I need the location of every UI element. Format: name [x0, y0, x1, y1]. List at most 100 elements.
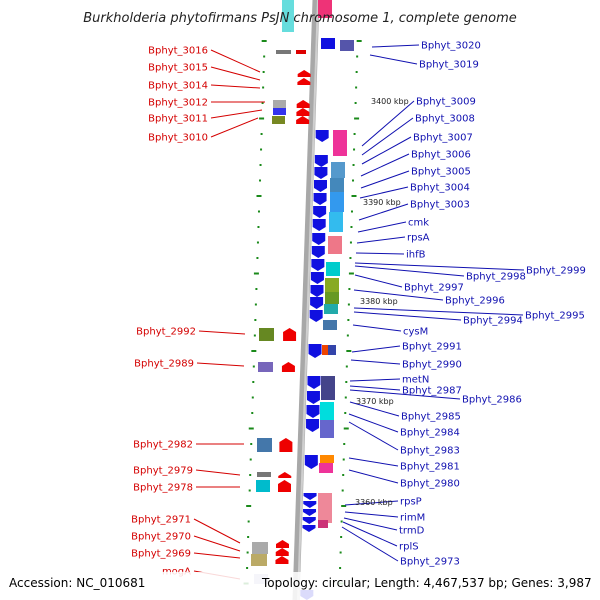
- gene-label[interactable]: Bphyt_3014: [148, 81, 208, 92]
- leader-line: [196, 362, 245, 367]
- scale-tick: [246, 551, 249, 554]
- scale-tick: [344, 396, 347, 399]
- scale-tick: [340, 520, 343, 523]
- gene-label[interactable]: Bphyt_2987: [402, 386, 462, 397]
- gene-block: [252, 542, 268, 554]
- leader-line: [371, 44, 420, 48]
- gene-label[interactable]: metN: [402, 375, 429, 386]
- gene-label[interactable]: Bphyt_3015: [148, 63, 208, 74]
- gene-block: [331, 162, 345, 178]
- forward-gene-arrow: [313, 193, 327, 205]
- leader-line: [361, 117, 414, 156]
- gene-label[interactable]: Bphyt_2982: [133, 440, 193, 451]
- forward-gene-arrow: [310, 285, 324, 297]
- gene-label[interactable]: Bphyt_2980: [400, 479, 460, 490]
- left-gene-labels: Bphyt_3016 Bphyt_3015 Bphyt_3014 Bphyt_3…: [131, 46, 208, 578]
- scale-tick: [342, 458, 345, 461]
- gene-label[interactable]: Bphyt_3009: [416, 97, 476, 108]
- leader-line: [348, 421, 399, 451]
- gene-label[interactable]: Bphyt_3007: [413, 133, 473, 144]
- gene-label[interactable]: Bphyt_2971: [131, 515, 191, 526]
- gene-label[interactable]: cysM: [403, 327, 428, 338]
- gene-label[interactable]: Bphyt_3016: [148, 46, 208, 57]
- gene-label[interactable]: Bphyt_2983: [400, 446, 460, 457]
- leader-line: [349, 385, 401, 391]
- forward-gene-arrow: [306, 391, 320, 404]
- gene-label[interactable]: Bphyt_2996: [445, 296, 505, 307]
- gene-label[interactable]: trmD: [399, 526, 425, 537]
- scale-tick: [249, 474, 252, 476]
- gene-label[interactable]: Bphyt_2981: [400, 462, 460, 473]
- leader-line: [353, 311, 462, 321]
- gene-label[interactable]: Bphyt_3006: [411, 150, 471, 161]
- scale-tick: [346, 350, 352, 352]
- gene-label[interactable]: Bphyt_2970: [131, 532, 191, 543]
- gene-label[interactable]: Bphyt_3008: [415, 114, 475, 125]
- gene-label[interactable]: Bphyt_2969: [131, 549, 191, 560]
- gene-label[interactable]: Bphyt_3012: [148, 98, 208, 109]
- gene-block: [256, 480, 270, 492]
- forward-gene-arrow: [310, 272, 324, 284]
- gene-label[interactable]: Bphyt_2991: [402, 342, 462, 353]
- reverse-gene-arrow: [281, 362, 295, 372]
- gene-label[interactable]: Bphyt_3004: [410, 183, 470, 194]
- gene-label[interactable]: Bphyt_2992: [136, 327, 196, 338]
- gene-label[interactable]: Bphyt_2990: [402, 360, 462, 371]
- leader-line: [361, 100, 415, 147]
- gene-label[interactable]: Bphyt_2986: [462, 395, 522, 406]
- gene-block: [325, 292, 339, 304]
- forward-gene-arrow: [302, 525, 316, 532]
- gene-block: [273, 100, 286, 108]
- gene-label[interactable]: Bphyt_2989: [134, 359, 194, 370]
- forward-gene-arrow: [306, 419, 320, 432]
- scale-tick: [345, 381, 348, 383]
- gene-block: [272, 116, 285, 124]
- gene-label[interactable]: Bphyt_3005: [411, 167, 471, 178]
- gene-label[interactable]: Bphyt_2979: [133, 466, 193, 477]
- forward-gene-arrow: [303, 501, 317, 508]
- leader-line: [359, 186, 409, 199]
- gene-label[interactable]: Bphyt_3011: [148, 114, 208, 125]
- gene-label[interactable]: Bphyt_2984: [400, 428, 460, 439]
- gene-block: [323, 320, 337, 330]
- scale-tick: [353, 133, 356, 135]
- gene-label[interactable]: Bphyt_2995: [525, 311, 585, 322]
- scale-tick: [254, 303, 257, 306]
- gene-block: [324, 304, 338, 314]
- gene-label[interactable]: ihfB: [406, 250, 426, 261]
- scale-tick: [346, 334, 349, 337]
- reverse-gene-arrow: [296, 100, 310, 108]
- forward-gene-arrow: [307, 376, 321, 389]
- gene-label[interactable]: Bphyt_2973: [400, 557, 460, 568]
- gene-label[interactable]: Bphyt_2994: [463, 316, 523, 327]
- forward-gene-arrow: [303, 493, 317, 500]
- gene-label[interactable]: Bphyt_3019: [419, 60, 479, 71]
- gene-label[interactable]: rplS: [399, 542, 419, 553]
- gene-label[interactable]: Bphyt_2985: [401, 412, 461, 423]
- gene-label[interactable]: Bphyt_3010: [148, 133, 208, 144]
- kbp-marker: 3370 kbp: [356, 397, 394, 406]
- leader-line: [193, 535, 241, 552]
- gene-label[interactable]: cmk: [408, 218, 429, 229]
- scale-tick: [339, 567, 342, 569]
- scale-tick: [347, 319, 350, 321]
- gene-label[interactable]: Bphyt_2999: [526, 266, 586, 277]
- gene-block: [330, 192, 344, 212]
- leader-line: [210, 66, 261, 81]
- scale-tick: [246, 567, 249, 569]
- gene-label[interactable]: Bphyt_3020: [421, 41, 481, 52]
- gene-label[interactable]: Bphyt_2978: [133, 483, 193, 494]
- forward-gene-arrow: [303, 509, 317, 516]
- gene-block: [328, 236, 342, 254]
- leader-line: [344, 511, 399, 518]
- gene-label[interactable]: rpsP: [400, 497, 422, 508]
- gene-label[interactable]: rimM: [400, 513, 425, 524]
- leader-line: [195, 469, 241, 476]
- gene-label[interactable]: rpsA: [407, 233, 430, 244]
- leader-line: [360, 170, 410, 189]
- scale-tick: [355, 71, 358, 73]
- gene-label[interactable]: Bphyt_3003: [410, 200, 470, 211]
- gene-label[interactable]: Bphyt_2998: [466, 272, 526, 283]
- gene-label[interactable]: Bphyt_2997: [404, 283, 464, 294]
